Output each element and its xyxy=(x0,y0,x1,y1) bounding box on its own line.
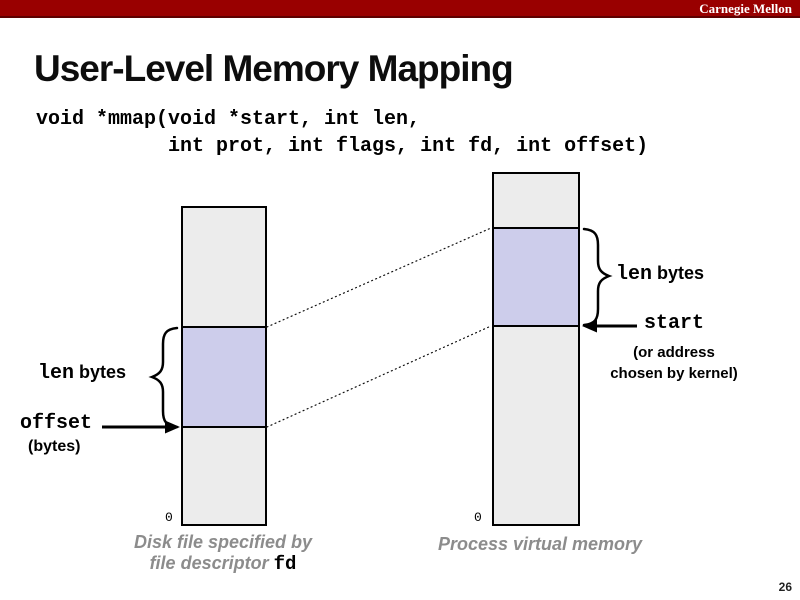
disk-file-caption-line1: Disk file specified by xyxy=(133,532,313,552)
start-word: start xyxy=(644,312,705,335)
page-title: User-Level Memory Mapping xyxy=(34,48,514,89)
mapping-dashed-line-bottom xyxy=(266,325,492,428)
zero-label-disk: 0 xyxy=(165,510,173,525)
process-memory-mapped-region xyxy=(494,227,578,327)
start-note-line2: chosen by kernel) xyxy=(610,365,738,382)
disk-file-caption-line2: file descriptor fd xyxy=(113,553,333,575)
brand-text: Carnegie Mellon xyxy=(699,1,792,16)
disk-file-column xyxy=(181,206,267,526)
disk-file-caption: Disk file specified by file descriptor f… xyxy=(113,532,333,575)
offset-unit-label: (bytes) xyxy=(28,438,81,455)
len-word: len xyxy=(38,362,75,385)
process-memory-caption: Process virtual memory xyxy=(437,534,643,554)
process-memory-column xyxy=(492,172,580,526)
bytes-word: bytes xyxy=(79,362,127,382)
disk-file-mapped-region xyxy=(183,326,265,428)
zero-label-process: 0 xyxy=(474,510,482,525)
header-bar: Carnegie Mellon xyxy=(0,0,800,18)
start-arrow-head xyxy=(582,319,597,333)
start-note: (or address chosen by kernel) xyxy=(596,342,752,384)
right-brace xyxy=(582,227,613,327)
start-label: start xyxy=(644,312,704,335)
offset-label: offset xyxy=(20,412,92,435)
file-descriptor-text: file descriptor xyxy=(149,553,269,573)
start-note-line1: (or address xyxy=(633,344,715,361)
mapping-dashed-line-top xyxy=(266,227,492,328)
offset-word: offset xyxy=(20,412,93,435)
left-brace xyxy=(148,326,179,429)
bytes-word: bytes xyxy=(657,263,705,283)
len-word: len xyxy=(616,263,653,286)
offset-arrow-head xyxy=(165,420,180,434)
fd-code-word: fd xyxy=(273,553,297,575)
mmap-signature-code: void *mmap(void *start, int len, int pro… xyxy=(36,108,649,158)
page-number: 26 xyxy=(778,580,792,594)
